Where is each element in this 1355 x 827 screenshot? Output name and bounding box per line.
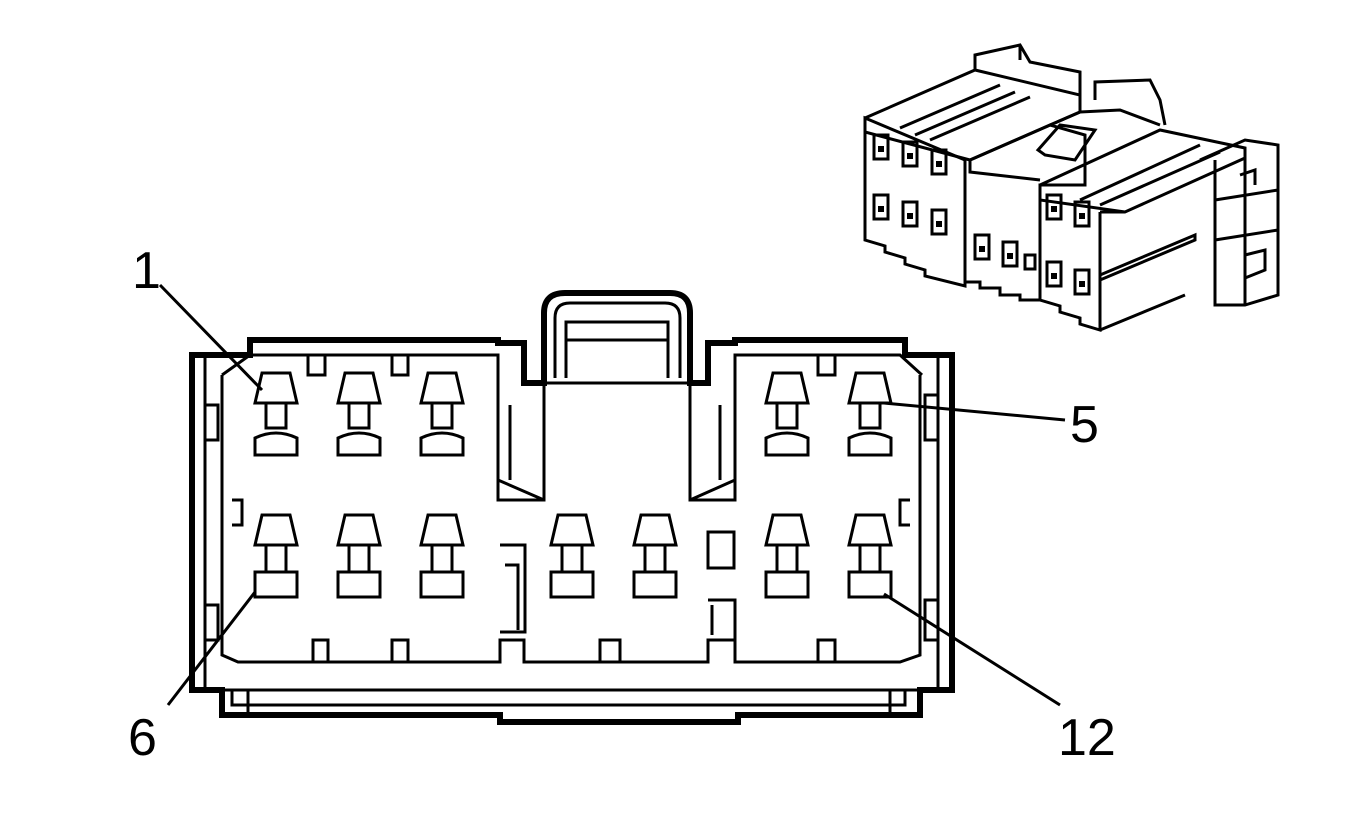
terminal-5 xyxy=(847,371,893,457)
left-side-rail xyxy=(203,355,244,690)
iso-terminals-right xyxy=(1045,193,1091,296)
terminal-1 xyxy=(253,371,299,457)
iso-right-front xyxy=(1038,200,1197,333)
terminal-10 xyxy=(632,513,678,599)
inner-body xyxy=(220,375,922,664)
housing-outline xyxy=(189,290,955,725)
top-notches xyxy=(306,355,837,377)
terminal-4 xyxy=(764,371,810,457)
terminal-11 xyxy=(764,513,810,599)
leader-line-12 xyxy=(883,592,1061,707)
terminal-7 xyxy=(336,513,382,599)
terminal-12 xyxy=(847,513,893,599)
iso-terminals-left xyxy=(872,133,948,236)
iso-back-ridge xyxy=(973,43,1167,127)
terminal-6 xyxy=(253,513,299,599)
bottom-ledge xyxy=(222,688,920,715)
pin-label-12: 12 xyxy=(1058,709,1116,767)
center-key xyxy=(706,530,736,570)
inner-top-rail xyxy=(221,353,924,502)
bottom-notches xyxy=(311,638,837,662)
leader-line-5 xyxy=(883,401,1066,422)
terminal-row-bottom xyxy=(253,513,893,599)
terminal-9 xyxy=(549,513,595,599)
center-guides xyxy=(497,405,737,640)
iso-end-clip xyxy=(1199,138,1280,307)
terminal-3 xyxy=(419,371,465,457)
leader-line-6 xyxy=(166,591,257,706)
iso-terminals-middle xyxy=(973,233,1037,271)
terminal-8 xyxy=(419,513,465,599)
terminal-2 xyxy=(336,371,382,457)
connector-isometric-view xyxy=(863,43,1280,333)
iso-left-top xyxy=(863,68,1082,162)
terminal-row-top xyxy=(253,371,893,457)
latch-tab xyxy=(544,301,690,385)
iso-middle-block xyxy=(963,110,1098,302)
right-side-rail xyxy=(898,355,940,690)
pin-label-1: 1 xyxy=(132,242,161,300)
leader-line-1 xyxy=(158,283,264,392)
pin-label-5: 5 xyxy=(1070,396,1099,454)
pin-label-6: 6 xyxy=(128,709,157,767)
connector-face-view: 1 5 6 12 xyxy=(128,242,1116,767)
